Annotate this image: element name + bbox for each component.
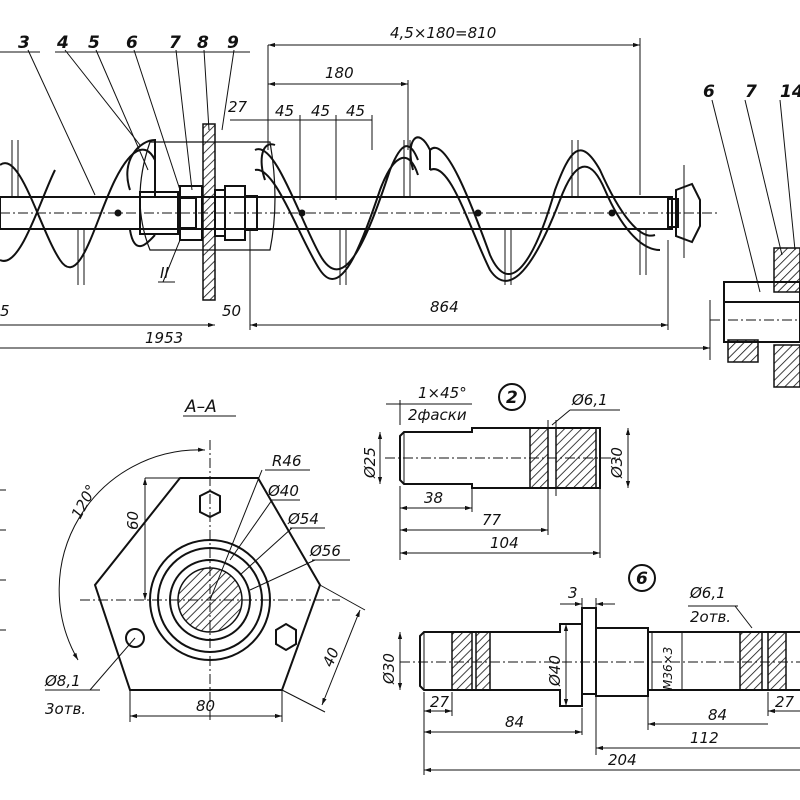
- dim-hole-count: 3отв.: [45, 700, 86, 718]
- dim-d30-d2: Ø30: [608, 447, 626, 479]
- callout-14-right: 14: [780, 82, 800, 102]
- detail-2-shaft: 2 1×45° 2фаски Ø6,1 Ø25 Ø30 38 77 104: [361, 383, 631, 560]
- dim-112: 112: [690, 729, 719, 747]
- dim-chamfer-note: 2фаски: [408, 406, 467, 424]
- svg-text:6: 6: [636, 569, 648, 589]
- dim-d25: Ø25: [361, 447, 379, 479]
- dim-angle-120: 120°: [68, 482, 101, 522]
- dim-27-d6b: 27: [775, 693, 795, 711]
- dim-84-d6b: 84: [708, 706, 727, 724]
- dim-45a: 45: [275, 102, 294, 120]
- dim-d56: Ø56: [309, 542, 341, 560]
- dim-hole-d2: Ø6,1: [571, 391, 608, 409]
- callout-7-right: 7: [745, 82, 757, 102]
- callout-6: 6: [126, 33, 138, 53]
- callout-6-right: 6: [703, 82, 715, 102]
- dim-d40-d6: Ø40: [546, 655, 564, 687]
- section-title: A–A: [184, 397, 217, 417]
- dim-38: 38: [424, 489, 443, 507]
- detail-2-mark: [498, 383, 526, 411]
- dim-3: 3: [568, 584, 578, 602]
- dim-80: 80: [196, 697, 215, 715]
- dim-77: 77: [482, 511, 502, 529]
- dim-pitch-180: 180: [325, 64, 354, 82]
- bearing-partial-view: 6 7 14: [703, 82, 800, 388]
- dim-hole-d6: Ø6,1: [689, 584, 726, 602]
- dim-84-d6a: 84: [505, 713, 524, 731]
- callout-3: 3: [18, 33, 30, 53]
- callout-7: 7: [169, 33, 181, 53]
- svg-text:2: 2: [506, 388, 518, 408]
- callout-4: 4: [56, 33, 69, 53]
- view-mark-II: II: [160, 264, 169, 282]
- dim-27-d6a: 27: [430, 693, 450, 711]
- dim-hole-dia: Ø8,1: [44, 672, 81, 690]
- dim-27-top: 27: [228, 98, 248, 116]
- chain-sprocket: [202, 123, 216, 301]
- dim-thread: М36×3: [661, 647, 675, 690]
- callout-9: 9: [227, 33, 239, 53]
- dim-5-left: 5: [0, 302, 10, 320]
- callout-5: 5: [88, 33, 100, 53]
- dim-60: 60: [124, 511, 142, 530]
- dim-chamfer: 1×45°: [418, 384, 467, 402]
- dim-204: 204: [608, 751, 637, 769]
- section-a-a: A–A 120° 60 R46 Ø40 Ø54 Ø56: [44, 397, 366, 722]
- dim-d30-d6: Ø30: [380, 653, 398, 685]
- dim-45b: 45: [311, 102, 330, 120]
- dim-104: 104: [490, 534, 519, 552]
- detail-6-mark: [628, 564, 656, 592]
- dim-50: 50: [222, 302, 241, 320]
- callout-8: 8: [197, 33, 209, 53]
- dim-hole-count-d6: 2отв.: [690, 608, 731, 626]
- dim-864: 864: [430, 298, 459, 316]
- auger-flights: [0, 145, 661, 282]
- dim-45c: 45: [346, 102, 365, 120]
- dim-overall-pitch: 4,5×180=810: [390, 24, 496, 42]
- dim-r46: R46: [272, 452, 302, 470]
- detail-6-shaft: 6 3 Ø6,1 2отв. Ø30 Ø40 М36×3: [380, 564, 800, 775]
- dim-d54: Ø54: [287, 510, 319, 528]
- dim-1953: 1953: [145, 329, 183, 347]
- dim-40-side: 40: [319, 645, 343, 669]
- auger-assembly-view: 3 4 5 6 7 8 9 II 4,5×180=810 180 27 45 4…: [0, 24, 720, 360]
- dim-d40: Ø40: [267, 482, 299, 500]
